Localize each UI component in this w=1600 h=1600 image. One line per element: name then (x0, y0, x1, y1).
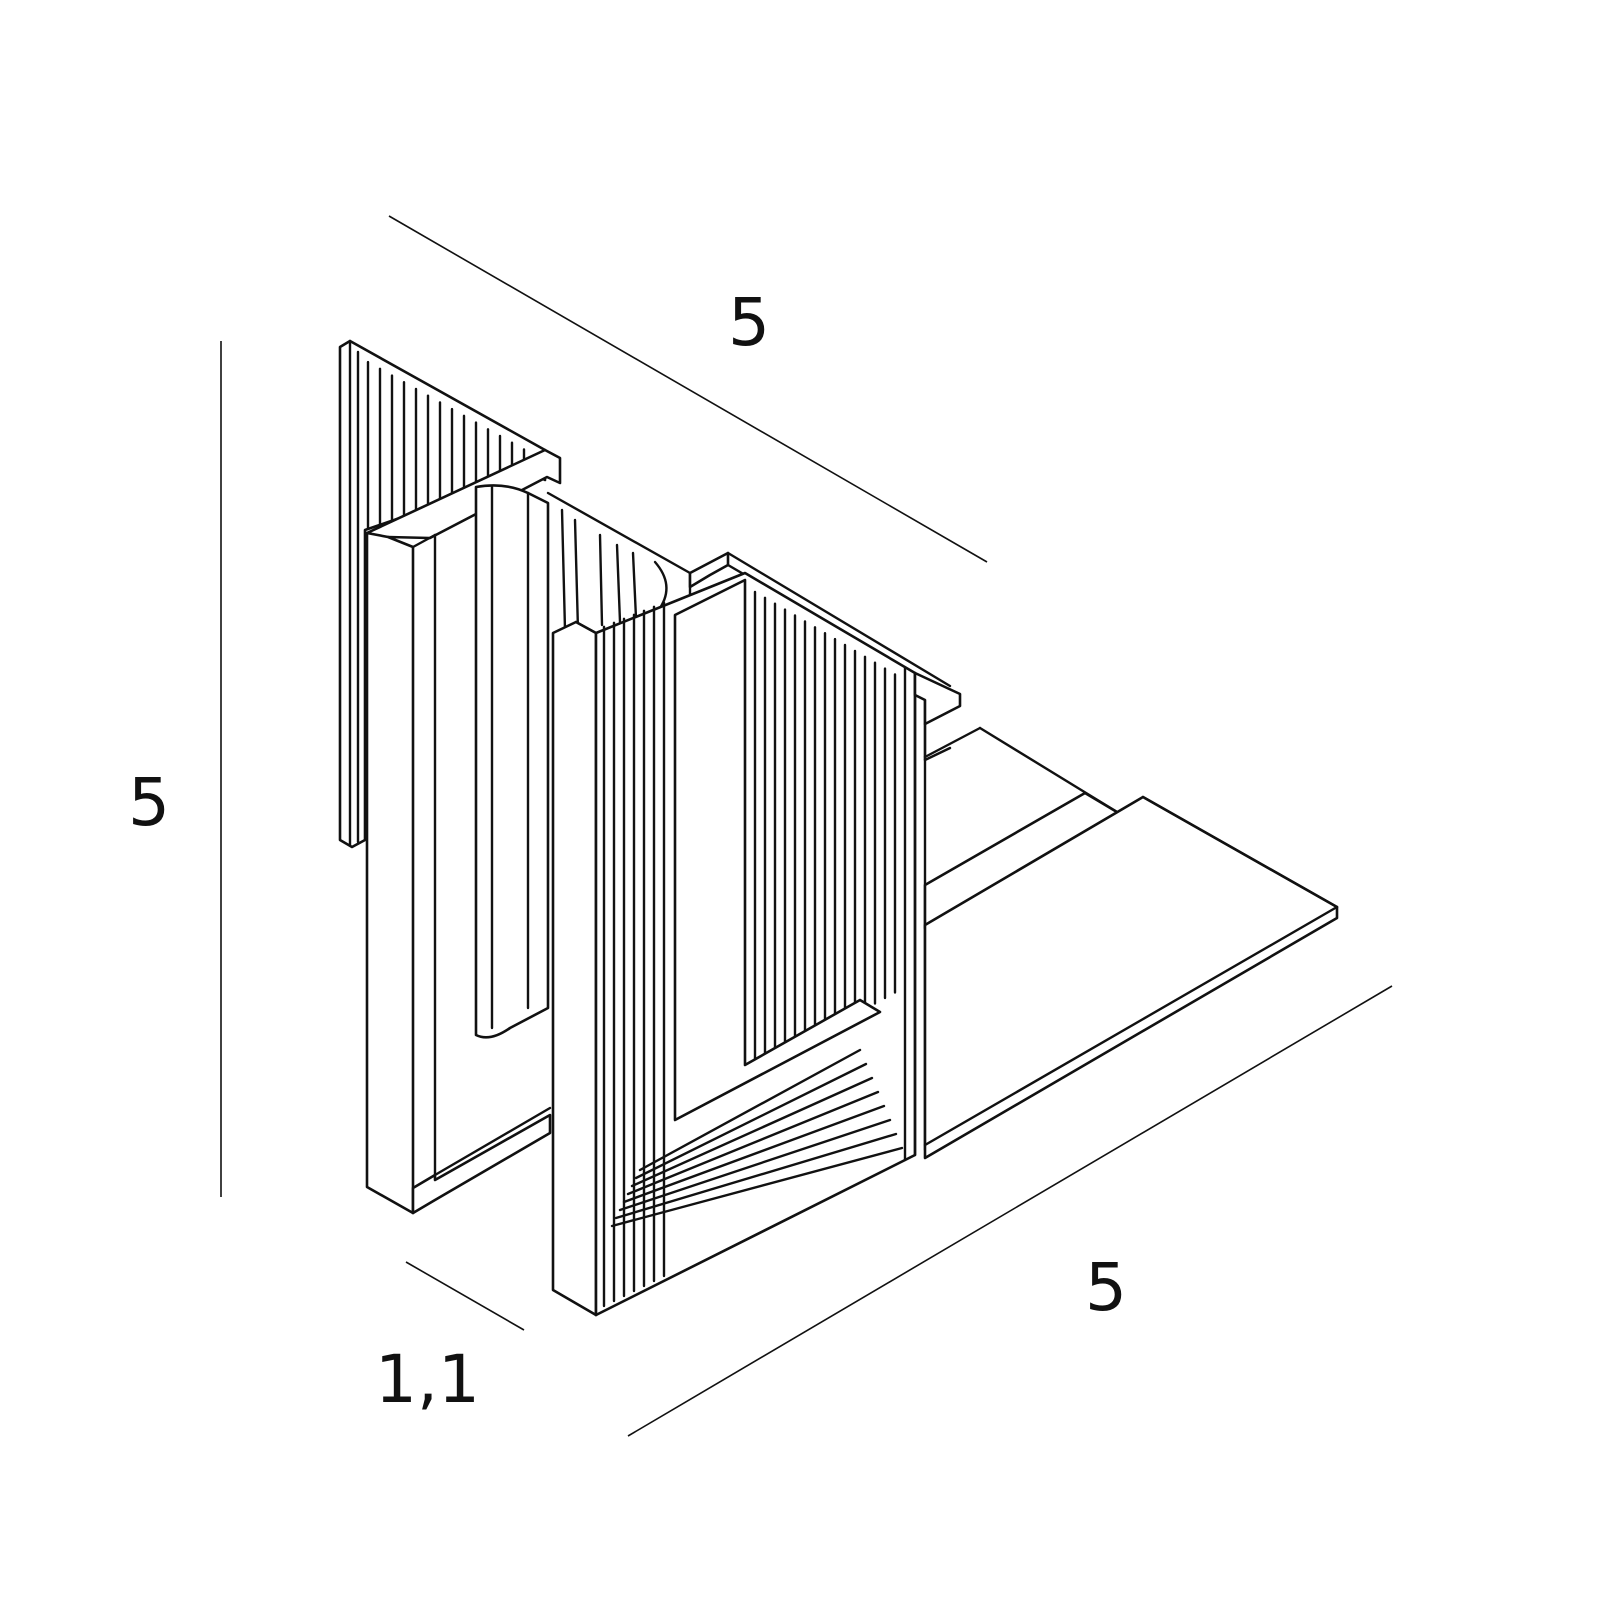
front-channel-floor-line (630, 1076, 874, 1188)
left-channel-floor (411, 1113, 552, 1215)
dimension-line-depth (405, 1261, 525, 1331)
dimension-line-top (388, 215, 988, 563)
front-channel-floor-line (614, 1132, 898, 1220)
front-channel-floor-line (610, 1146, 904, 1228)
left-channel-front-wall (365, 531, 415, 1215)
dimension-label-height: 5 (128, 764, 170, 841)
dimension-lines (220, 215, 1393, 1437)
front-channel-floor-line (618, 1118, 892, 1212)
front-channel-floor-lines (610, 1048, 904, 1228)
front-channel-floor-line (626, 1090, 880, 1196)
front-channel (551, 571, 962, 1317)
front-channel-ribs (602, 590, 897, 1308)
front-channel-floor-line (634, 1062, 868, 1180)
front-channel-floor-line (638, 1048, 862, 1172)
back-panel-ribs (366, 360, 526, 531)
dimension-label-top: 5 (728, 284, 770, 361)
horizontal-flange (923, 726, 1339, 1160)
front-channel-rail (551, 620, 598, 1317)
top-connector-lip (688, 551, 730, 589)
front-channel-floor-line (622, 1104, 886, 1204)
dimension-label-bottom: 5 (1085, 1249, 1127, 1326)
left-channel-inner-groove (474, 484, 550, 1039)
dimension-label-depth: 1,1 (375, 1341, 480, 1418)
front-channel-inner-u (673, 578, 882, 1122)
front-channel-top-cap (913, 671, 962, 726)
dimension-line-bottom (627, 985, 1393, 1437)
flange-plate (923, 795, 1339, 1160)
left-channel (365, 448, 692, 1215)
